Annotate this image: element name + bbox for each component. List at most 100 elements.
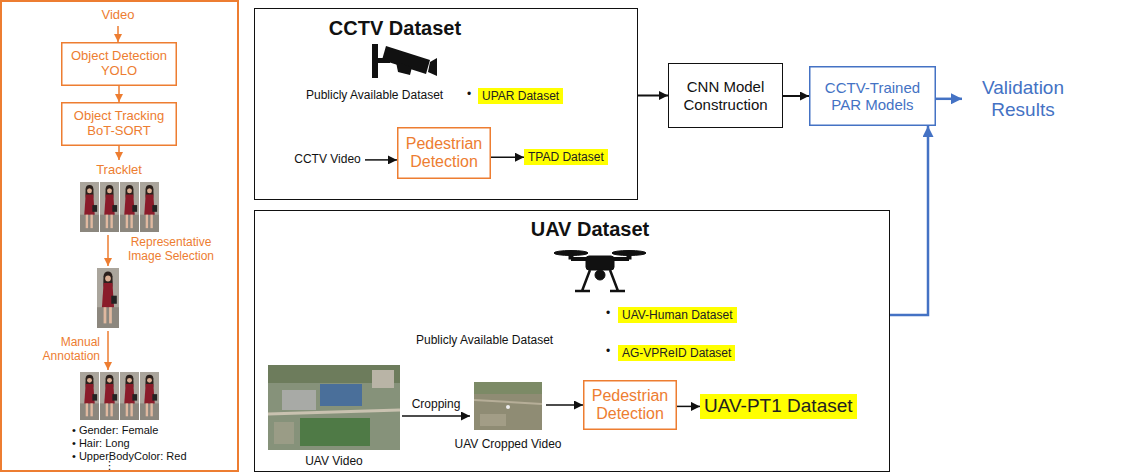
annotated-images bbox=[140, 372, 159, 420]
annotated-images bbox=[100, 372, 119, 420]
node-text: Object Tracking bbox=[74, 109, 164, 124]
flow-arrow bbox=[117, 26, 119, 42]
flow-arrow bbox=[783, 95, 809, 97]
uav-cropped-image bbox=[474, 400, 542, 404]
tracklet-images bbox=[120, 182, 139, 232]
tracklet-images bbox=[100, 182, 119, 232]
node-text: CCTV Video bbox=[294, 153, 360, 167]
tracklet-images bbox=[80, 182, 159, 232]
node-text: TPAD Dataset bbox=[528, 150, 604, 164]
drone-icon bbox=[627, 253, 631, 259]
model-box: CCTV-Trained PAR Models bbox=[809, 66, 936, 126]
flow-arrow bbox=[546, 404, 583, 406]
flow-arrow bbox=[107, 235, 109, 266]
node-text: Video bbox=[101, 8, 134, 23]
uav-video-image bbox=[320, 384, 362, 406]
drone-icon bbox=[595, 270, 605, 280]
node-text: Validation Results bbox=[966, 77, 1080, 121]
node-text: YOLO bbox=[101, 64, 137, 79]
flow-arrow bbox=[638, 95, 668, 97]
uav-video-image bbox=[300, 418, 370, 446]
node-text: AG-VPReID Dataset bbox=[622, 346, 731, 360]
annotated-images bbox=[80, 372, 99, 420]
panel-border bbox=[1, 1, 238, 471]
uav-cropped-image bbox=[506, 405, 510, 409]
attribute-item: • Gender: Female bbox=[72, 424, 158, 437]
panel-title: CCTV Dataset bbox=[295, 16, 495, 40]
attribute-item: • Hair: Long bbox=[72, 437, 130, 450]
node-text: UAV Video bbox=[305, 455, 363, 469]
step-label: Manual Annotation bbox=[6, 336, 100, 364]
node-text: Pedestrian Detection bbox=[401, 135, 487, 172]
uav-video-image bbox=[282, 390, 316, 410]
process-box: Pedestrian Detection bbox=[583, 380, 677, 430]
process-box: Pedestrian Detection bbox=[397, 127, 491, 179]
bullet: • bbox=[606, 345, 610, 359]
node-text: UAV Cropped Video bbox=[455, 438, 562, 452]
attribute-item: • UpperBodyColor: Red bbox=[72, 450, 187, 463]
node-text: CNN Model Construction bbox=[672, 78, 779, 113]
node-text: Object Detection bbox=[71, 49, 167, 64]
flow-arrow bbox=[890, 126, 928, 315]
bullet: • bbox=[606, 307, 610, 321]
cctv-camera-icon bbox=[382, 46, 430, 74]
dataset-panel: CCTV DatasetUPAR DatasetCCTV Video Pedest… bbox=[254, 8, 638, 200]
representative-image bbox=[97, 268, 119, 328]
tracklet-images bbox=[80, 182, 99, 232]
uav-video-image bbox=[268, 365, 400, 450]
tracklet-images bbox=[140, 182, 159, 232]
dataset-highlight: TPAD Dataset bbox=[524, 149, 608, 165]
drone-icon bbox=[575, 270, 625, 291]
uav-cropped-image bbox=[474, 382, 542, 394]
cctv-camera-icon bbox=[372, 44, 437, 78]
result-label: Validation Results bbox=[962, 74, 1084, 124]
uav-video-image bbox=[274, 422, 294, 444]
annotated-images bbox=[120, 372, 139, 420]
flow-arrow bbox=[107, 235, 109, 370]
ellipsis: ⋮ bbox=[104, 460, 115, 471]
flow-arrow bbox=[491, 156, 524, 158]
drone-icon bbox=[554, 251, 646, 292]
input-label: Video bbox=[93, 5, 143, 26]
uav-video-image bbox=[372, 370, 394, 388]
drone-icon bbox=[569, 253, 573, 259]
uav-cropped-image bbox=[480, 414, 506, 426]
video-frame: UAV Video bbox=[266, 363, 402, 469]
node-text: UPAR Dataset bbox=[482, 89, 559, 103]
stage-label: Tracklet bbox=[83, 160, 155, 181]
flow-arrow bbox=[677, 406, 700, 408]
dataset-highlight: UAV-PT1 Dataset bbox=[700, 394, 857, 419]
step-label: Representative Image Selection bbox=[122, 236, 220, 264]
bullet: • bbox=[467, 88, 471, 102]
node-text: Tracklet bbox=[96, 163, 142, 178]
flow-arrow bbox=[402, 415, 470, 417]
node-text: UAV-Human Dataset bbox=[622, 308, 733, 322]
dataset-highlight: UAV-Human Dataset bbox=[618, 307, 737, 323]
source-label: Publicly Available Dataset bbox=[306, 89, 443, 103]
process-box: CNN Model Construction bbox=[668, 63, 783, 128]
node-text: BoT-SORT bbox=[87, 124, 150, 139]
uav-video-image bbox=[268, 410, 400, 414]
flow-arrow bbox=[118, 86, 120, 102]
dataset-highlight: AG-VPReID Dataset bbox=[618, 345, 735, 361]
flow-arrow bbox=[107, 331, 109, 370]
source-label: CCTV Video bbox=[290, 150, 365, 170]
process-box: Object DetectionYOLO bbox=[61, 42, 177, 86]
edge-label: Cropping bbox=[410, 398, 463, 412]
flow-arrow bbox=[365, 159, 397, 161]
uav-video-image bbox=[268, 365, 400, 450]
process-box: Object TrackingBoT-SORT bbox=[61, 102, 177, 146]
drone-icon bbox=[586, 256, 614, 270]
cctv-camera-icon bbox=[396, 62, 412, 75]
dataset-highlight: UPAR Dataset bbox=[478, 88, 563, 104]
node-text: UAV-PT1 Dataset bbox=[704, 395, 853, 418]
flow-arrow bbox=[936, 98, 962, 101]
flow-arrow bbox=[118, 146, 120, 160]
video-frame: UAV Cropped Video bbox=[470, 380, 546, 452]
panel-title: UAV Dataset bbox=[490, 217, 690, 241]
cctv-camera-icon bbox=[428, 58, 437, 76]
source-label: Publicly Available Dataset bbox=[416, 334, 553, 348]
node-text: Pedestrian Detection bbox=[587, 387, 673, 424]
dataset-panel: UAV DatasetUAV-Human DatasetAG-VPReID Da… bbox=[254, 210, 890, 472]
